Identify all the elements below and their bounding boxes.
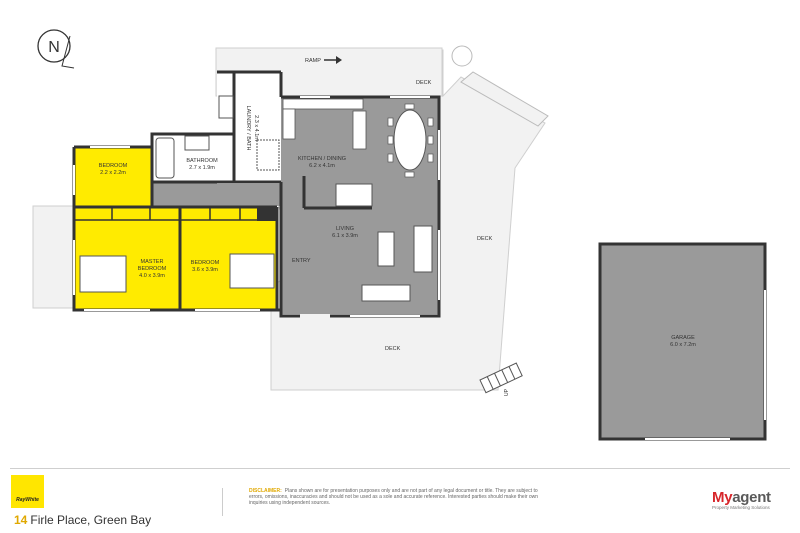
wardrobe-walls — [74, 207, 277, 221]
sofa-right — [413, 225, 433, 273]
garage-size: 6.0 x 7.2m — [670, 342, 696, 348]
bedroom-name: BEDROOM — [99, 163, 128, 169]
master-name-2: BEDROOM — [138, 266, 167, 272]
disclaimer-head: DISCLAIMER: — [249, 488, 282, 494]
dining-chairs — [387, 103, 434, 178]
up-label: UP — [504, 388, 510, 396]
raywhite-logo: RayWhite — [11, 475, 44, 508]
bedroom-size: 2.2 x 2.2m — [100, 170, 126, 176]
brand-agent: agent — [732, 489, 771, 506]
up-steps — [479, 362, 523, 394]
street-name: Firle Place, Green Bay — [30, 513, 152, 527]
kitchen-size: 6.2 x 4.1m — [309, 163, 335, 169]
myagent-brand: Myagent Property Marketing Solutions — [712, 489, 771, 510]
laundry-name: LAUNDRY / BATH — [245, 106, 251, 151]
vanity — [184, 135, 210, 151]
hall-cupboard — [257, 207, 276, 221]
garage-name: GARAGE — [671, 335, 695, 341]
disclaimer: DISCLAIMER:Plans shown are for presentat… — [222, 488, 549, 516]
tree-circle — [451, 45, 473, 67]
bed2 — [229, 253, 275, 289]
kitchen-bench-top — [282, 98, 364, 110]
deck-bottom-label: DECK — [385, 346, 401, 352]
ramp-arrow-icon — [324, 56, 342, 64]
master-size: 4.0 x 3.9m — [139, 273, 165, 279]
kitchen-bench-left — [282, 108, 296, 140]
left-deck — [32, 205, 74, 309]
living-floor — [281, 208, 439, 314]
bathroom-size: 2.7 x 1.9m — [189, 165, 215, 171]
wardrobe-strip — [74, 207, 277, 221]
master-bed — [79, 255, 127, 293]
living-size: 6.1 x 3.9m — [332, 233, 358, 239]
laundry-tub — [218, 95, 234, 119]
hall-floor — [152, 182, 304, 206]
bedroom-floor — [74, 147, 152, 207]
compass-icon: N — [37, 29, 75, 69]
footer-divider — [10, 468, 790, 469]
garage — [598, 242, 767, 441]
bedroom2-size: 3.6 x 3.9m — [192, 267, 218, 273]
deck-top-label: DECK — [416, 80, 432, 86]
kitchen-name: KITCHEN / DINING — [298, 156, 346, 162]
disclaimer-body: Plans shown are for presentation purpose… — [249, 488, 539, 507]
bathtub — [155, 137, 175, 179]
kitchen-pantry — [335, 183, 373, 207]
street-number: 14 — [14, 513, 28, 527]
sofa-bottom — [361, 284, 411, 302]
ramp-label: RAMP — [305, 58, 321, 64]
brand-tagline: Property Marketing Solutions — [712, 505, 770, 510]
bedroom2-name: BEDROOM — [191, 260, 220, 266]
brand-name: Myagent — [712, 489, 771, 506]
master-name-1: MASTER — [141, 259, 164, 265]
deck-right-label: DECK — [477, 236, 493, 242]
logo-text: RayWhite — [16, 497, 39, 503]
living-name: LIVING — [336, 226, 354, 232]
windows — [73, 96, 440, 317]
entry-label: ENTRY — [292, 258, 311, 264]
compass-letter: N — [48, 39, 60, 56]
bathroom-name: BATHROOM — [186, 158, 218, 164]
coffee-table — [377, 231, 395, 267]
dining-table — [393, 109, 427, 171]
laundry-shower — [256, 139, 280, 171]
kitchen-island — [352, 110, 367, 150]
ramp-deck — [460, 71, 549, 127]
laundry-size: 2.3 x 4.1m — [253, 115, 259, 141]
brand-my: My — [712, 489, 733, 506]
